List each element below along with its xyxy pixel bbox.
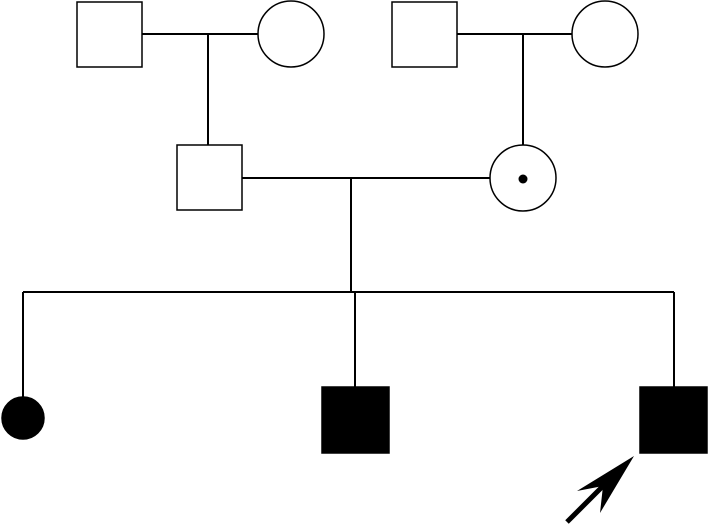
gen1-male-left — [76, 1, 143, 68]
gen3-female-affected — [1, 396, 45, 440]
gen2-male — [176, 144, 243, 211]
gen1-female-right — [571, 0, 639, 68]
gen1-male-right — [391, 1, 458, 68]
proband-arrow-icon — [565, 456, 634, 524]
carrier-dot — [518, 174, 528, 184]
gen3-male-proband — [639, 386, 708, 454]
gen1-female-left — [257, 0, 325, 68]
gen3-male-affected — [321, 386, 390, 454]
